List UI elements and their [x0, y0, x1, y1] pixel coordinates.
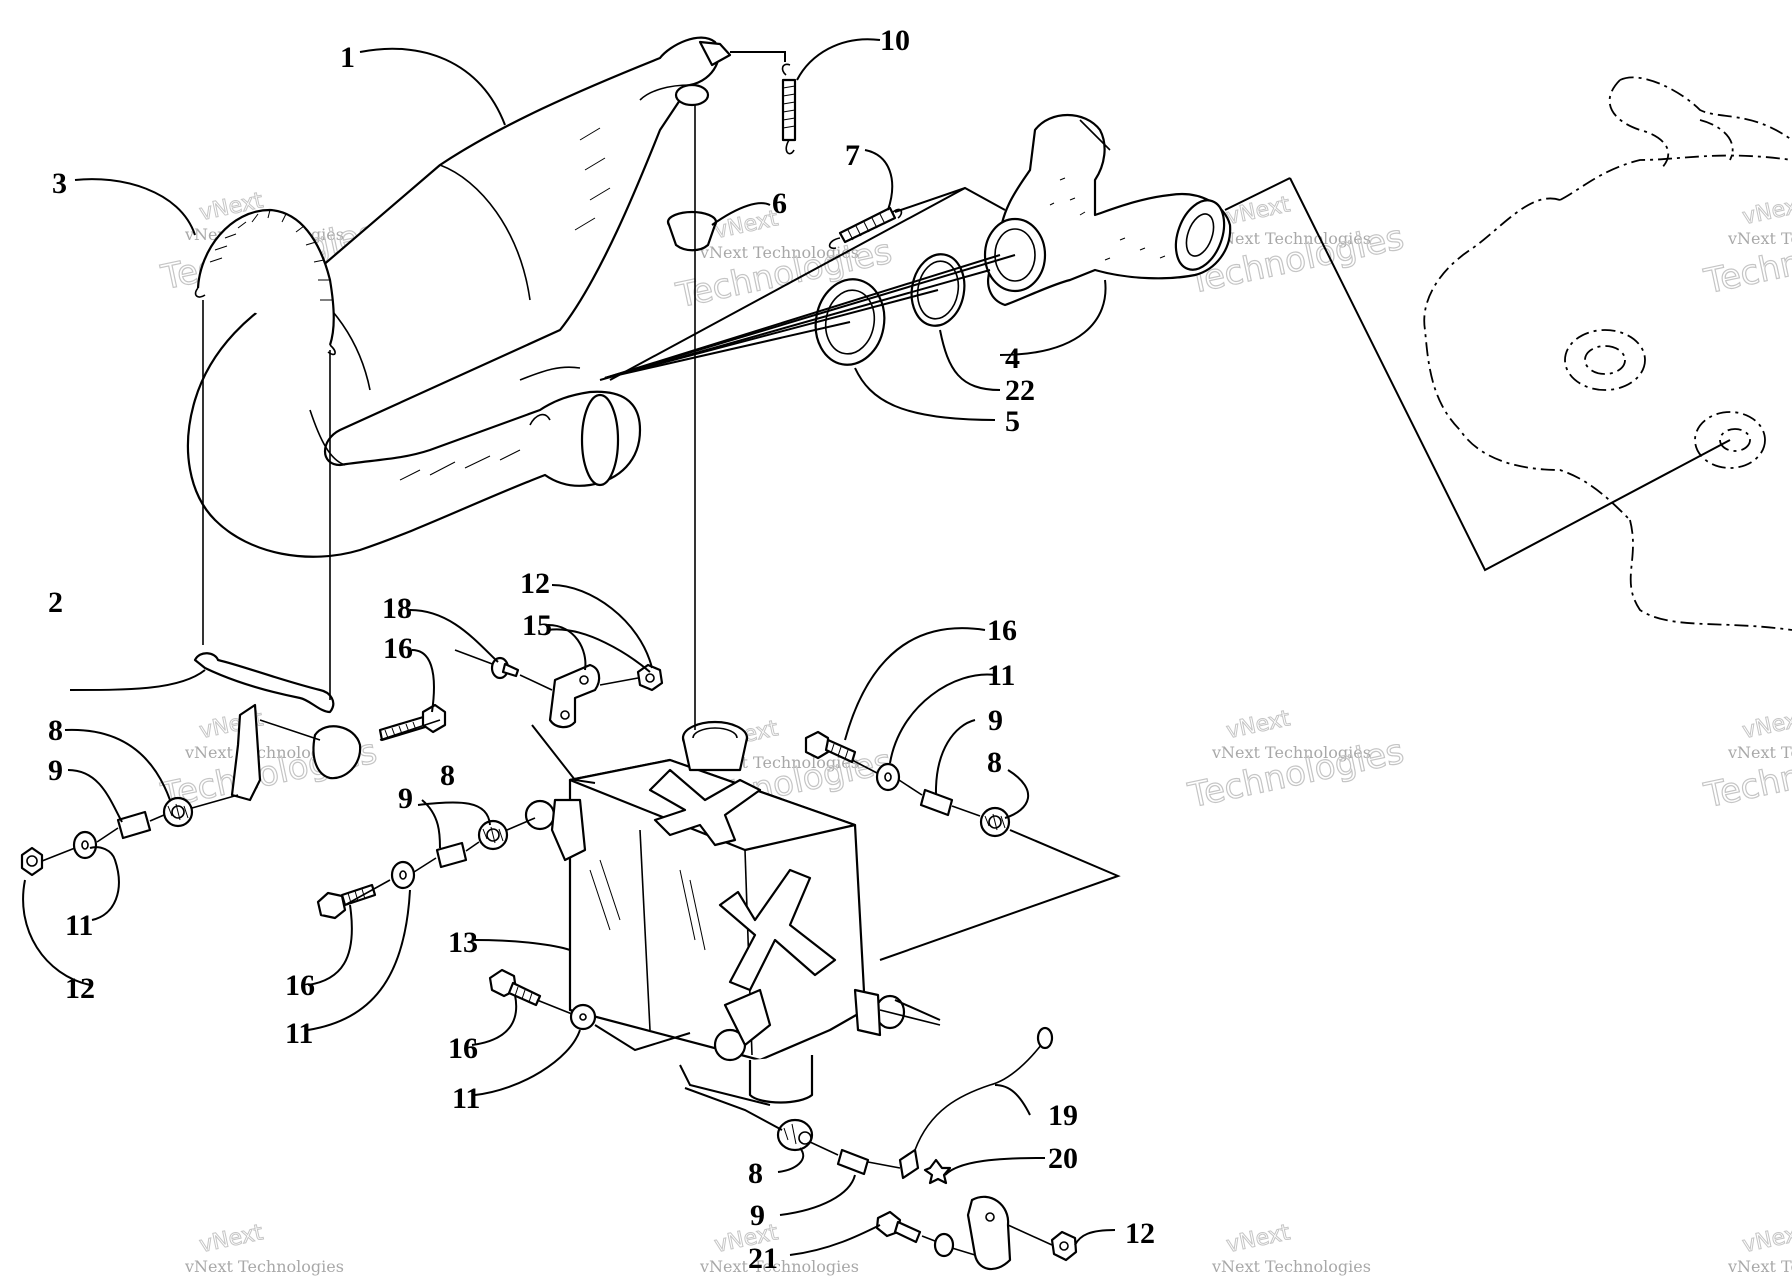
callout-16-top: 16 — [383, 632, 413, 665]
callout-11-middle: 11 — [285, 1017, 313, 1050]
watermark-brand: vNext — [1740, 192, 1792, 230]
watermark-brand: vNext — [1740, 1220, 1792, 1258]
callout-4: 4 — [1005, 342, 1020, 375]
watermark-text: vNext Technologies — [1727, 1257, 1792, 1276]
callout-12-bottom: 12 — [1125, 1217, 1155, 1250]
watermark-text: vNext Technologies — [184, 743, 344, 762]
callout-21: 21 — [748, 1242, 778, 1275]
watermark-text: vNext Technologies — [699, 1257, 859, 1276]
callout-8-middle: 8 — [440, 759, 455, 792]
callout-9-right: 9 — [988, 704, 1003, 737]
callout-7: 7 — [845, 139, 860, 172]
part-2-bracket — [193, 652, 362, 802]
callout-9-left: 9 — [48, 754, 63, 787]
watermark-brand: vNext — [1740, 706, 1792, 744]
watermark-text: vNext Technologies — [699, 243, 859, 262]
callout-19: 19 — [1048, 1099, 1078, 1132]
callout-12-top: 12 — [520, 567, 550, 600]
watermark-text: vNext Technologies — [1727, 743, 1792, 762]
watermark-brand: vNext — [712, 206, 780, 244]
callout-9-middle: 9 — [398, 782, 413, 815]
watermark-brand: vNext — [1224, 706, 1292, 744]
watermark-text: vNext Technologies — [1211, 743, 1371, 762]
watermark-text: vNext Technologies — [1727, 229, 1792, 248]
callout-2: 2 — [48, 586, 63, 619]
watermark-text: vNext Technologies — [1211, 1257, 1371, 1276]
callout-16-right: 16 — [987, 614, 1017, 647]
engine-outline — [1224, 76, 1792, 631]
callout-5: 5 — [1005, 405, 1020, 438]
part-3-cable — [194, 208, 336, 356]
watermark-brand: vNext — [197, 1220, 265, 1258]
callout-16-lower: 16 — [448, 1032, 478, 1065]
callout-8-left: 8 — [48, 714, 63, 747]
muffler — [524, 720, 906, 1104]
callout-1: 1 — [340, 41, 355, 74]
callouts: 1 2 3 4 5 6 7 8 8 8 8 9 9 9 9 10 11 11 1… — [48, 24, 1155, 1275]
callout-20: 20 — [1048, 1142, 1078, 1175]
callout-6: 6 — [772, 187, 787, 220]
callout-3: 3 — [52, 167, 67, 200]
callout-10: 10 — [880, 24, 910, 57]
leader-lines — [22, 38, 1116, 1256]
callout-8-right: 8 — [987, 746, 1002, 779]
watermark-brand: vNext — [1224, 1220, 1292, 1258]
expansion-chamber — [186, 36, 732, 558]
spring-10 — [781, 63, 797, 155]
callout-11-lower: 11 — [452, 1082, 480, 1115]
callout-12-left: 12 — [65, 972, 95, 1005]
callout-18: 18 — [382, 592, 412, 625]
callout-15: 15 — [522, 609, 552, 642]
callout-8-bottom: 8 — [748, 1157, 763, 1190]
callout-13: 13 — [448, 926, 478, 959]
seal-6 — [666, 210, 718, 252]
callout-22: 22 — [1005, 374, 1035, 407]
watermark-text: vNext Technologies — [1211, 229, 1371, 248]
callout-16-left: 16 — [285, 969, 315, 1002]
watermark-brand: vNext — [1224, 192, 1292, 230]
watermark-text: vNext Technologies — [184, 1257, 344, 1276]
assembly-lines — [41, 51, 1121, 1256]
hardware — [20, 649, 1078, 1271]
callout-9-bottom: 9 — [750, 1199, 765, 1232]
callout-11-left: 11 — [65, 909, 93, 942]
callout-11-right: 11 — [987, 659, 1015, 692]
